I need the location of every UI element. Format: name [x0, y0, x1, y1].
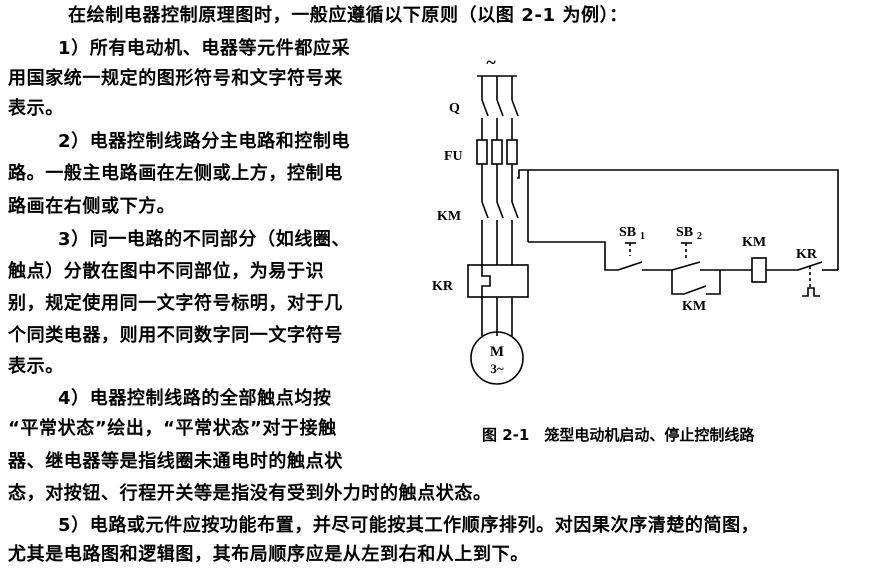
sb1-label: SB — [619, 225, 636, 240]
rule-1-line-1: 1）所有电动机、电器等元件都应采 — [58, 38, 351, 59]
rule-2-line-1: 2）电器控制线路分主电路和控制电 — [58, 131, 351, 152]
sb2-contact — [671, 261, 701, 271]
km-main-contact-3 — [511, 201, 519, 219]
rule-5-line-2: 尤其是电路图和逻辑图，其布局顺序应是从左到右和从上到下。 — [8, 544, 529, 565]
control-line-left — [528, 241, 618, 271]
motor-symbol — [470, 331, 524, 385]
rule-4-line-3: 器、继电器等是指线圈未通电时的触点状 — [8, 451, 343, 472]
rule-1-line-2: 用国家统一规定的图形符号和文字符号来 — [8, 68, 343, 89]
km-coil-label: KM — [742, 235, 766, 250]
circuit-diagram: ~ Q FU KM KR M 3~ SB 1 SB 2 KM KR KM — [432, 52, 839, 385]
rule-2-line-2: 路。一般主电路画在左侧或上方，控制电 — [8, 163, 343, 184]
kr-contact-label: KR — [796, 247, 818, 262]
sb1-subscript: 1 — [640, 231, 645, 242]
rule-5-line-1: 5）电路或元件应按功能布置，并尽可能按其工作顺序排列。对因果次序清楚的简图， — [58, 515, 760, 536]
sb1-contact — [617, 261, 643, 271]
km-main-contact-2 — [496, 201, 504, 219]
rule-3-line-2: 触点）分散在图中不同部位，为易于识 — [8, 261, 325, 282]
fuse-3 — [506, 139, 518, 165]
km-main-label: KM — [437, 209, 461, 224]
rule-3-line-5: 表示。 — [8, 356, 64, 377]
km-main-contact-1 — [481, 201, 489, 219]
km-coil — [751, 257, 767, 283]
supply-label: ~ — [486, 52, 496, 72]
km-aux-contact — [683, 285, 707, 295]
rule-2-line-3: 路画在右侧或下方。 — [8, 196, 176, 217]
motor-phase-label: 3~ — [490, 361, 504, 376]
rule-3-line-1: 3）同一电路的不同部分（如线圈、 — [58, 229, 351, 250]
fuse-1 — [476, 139, 488, 165]
thermal-heater-symbol — [481, 265, 491, 297]
q-blade-3 — [511, 99, 519, 117]
rule-1-line-3: 表示。 — [8, 98, 64, 119]
km-aux-label: KM — [682, 299, 706, 314]
fuse-2 — [491, 139, 503, 165]
thermal-relay-element — [467, 264, 529, 298]
sb2-subscript: 2 — [697, 231, 702, 242]
q-label: Q — [449, 101, 460, 116]
control-line-return — [528, 169, 839, 270]
rule-4-line-2: “平常状态”绘出，“平常状态”对于接触 — [8, 418, 337, 439]
rule-4-line-4: 态，对按钮、行程开关等是指没有受到外力时的触点状态。 — [8, 483, 492, 504]
motor-m-label: M — [490, 344, 504, 360]
figure-caption: 图 2-1 笼型电动机启动、停止控制线路 — [482, 426, 755, 444]
kr-reset-symbol — [802, 287, 820, 297]
rule-3-line-3: 别，规定使用同一文字符号标明，对于几 — [8, 293, 343, 314]
sb2-label: SB — [676, 225, 693, 240]
rule-4-line-1: 4）电器控制线路的全部触点均按 — [58, 388, 332, 409]
kr-main-label: KR — [432, 279, 454, 294]
q-blade-1 — [481, 99, 489, 117]
q-blade-2 — [496, 99, 504, 117]
fu-label: FU — [444, 149, 463, 164]
rule-3-line-4: 个同类电器，则用不同数字同一文字符号 — [8, 325, 343, 346]
intro-line: 在绘制电器控制原理图时，一般应遵循以下原则（以图 2-1 为例）： — [68, 5, 628, 26]
